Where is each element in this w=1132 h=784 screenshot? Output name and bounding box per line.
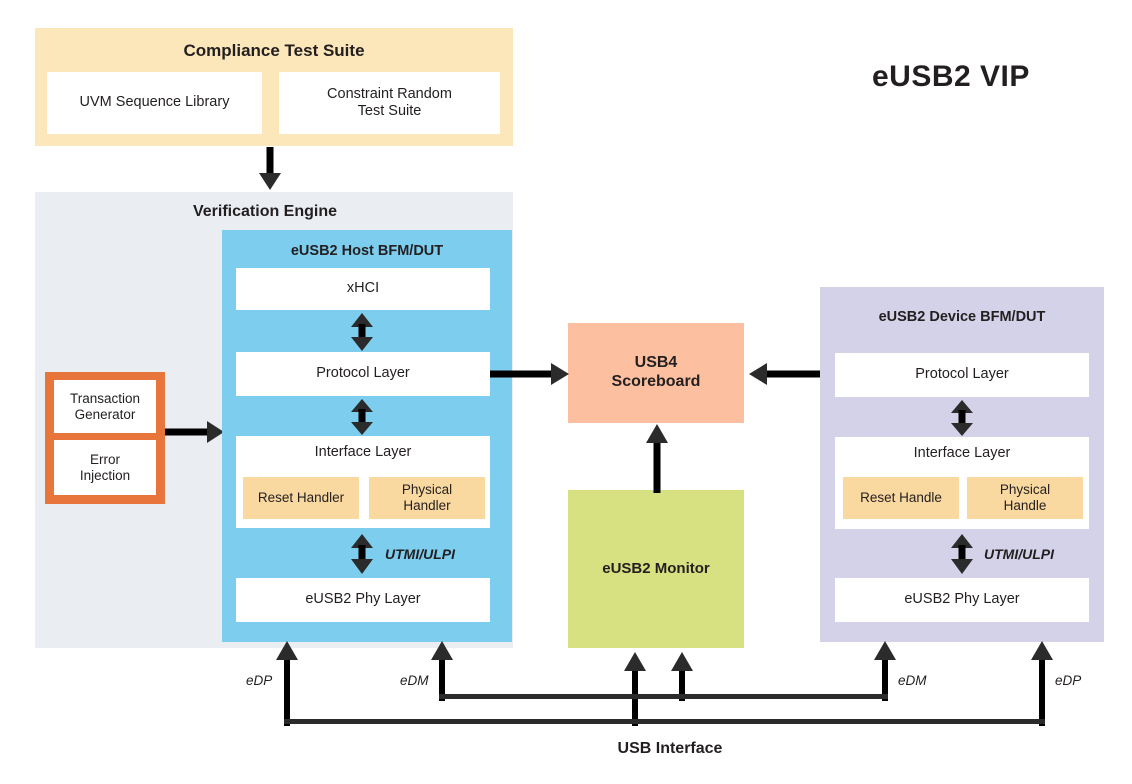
bus-line-edp (284, 719, 1045, 724)
arrow-signal-device-edp (1031, 641, 1053, 726)
transaction-generator-label: Transaction Generator (69, 390, 141, 422)
host-reset-handler-label: Reset Handler (257, 490, 345, 506)
usb4-scoreboard-label: USB4 Scoreboard (611, 354, 701, 390)
constraint-random-test-suite-label: Constraint Random Test Suite (327, 85, 452, 119)
usb4-scoreboard-box: USB4 Scoreboard (568, 323, 744, 423)
host-utmi-ulpi-label: UTMI/ULPI (385, 546, 455, 562)
arrow-monitor-to-scoreboard (646, 424, 668, 493)
device-reset-handle-label: Reset Handle (860, 490, 942, 506)
signal-label-host-edm: eDM (400, 673, 429, 688)
arrow-host-to-scoreboard (490, 363, 569, 385)
uvm-sequence-library-label: UVM Sequence Library (79, 94, 230, 111)
host-layer-phy: eUSB2 Phy Layer (236, 578, 490, 622)
arrow-signal-monitor-right (671, 652, 693, 701)
host-layer-interface-label: Interface Layer (314, 444, 412, 461)
arrow-signal-host-edm (431, 641, 453, 701)
diagram-title: eUSB2 VIP (872, 60, 1030, 93)
device-layer-protocol: Protocol Layer (835, 353, 1089, 397)
host-layer-protocol-label: Protocol Layer (316, 365, 410, 382)
host-layer-xhci-label: xHCI (346, 280, 380, 297)
host-layer-xhci: xHCI (236, 268, 490, 310)
usb-interface-label: USB Interface (617, 739, 723, 757)
arrow-device-interface-phy (951, 534, 973, 574)
arrow-stimulus-to-host (165, 421, 224, 443)
device-physical-handle-box: Physical Handle (967, 477, 1083, 519)
arrow-host-interface-phy (351, 534, 373, 574)
arrow-signal-device-edm (874, 641, 896, 701)
device-layer-phy-label: eUSB2 Phy Layer (904, 591, 1020, 608)
device-bfm-heading: eUSB2 Device BFM/DUT (878, 309, 1046, 326)
device-reset-handle-box: Reset Handle (843, 477, 959, 519)
host-reset-handler-box: Reset Handler (243, 477, 359, 519)
uvm-sequence-library-box: UVM Sequence Library (47, 72, 262, 134)
eusb2-monitor-box: eUSB2 Monitor (568, 490, 744, 648)
device-layer-interface-label: Interface Layer (913, 445, 1011, 462)
device-physical-handle-label: Physical Handle (999, 482, 1051, 513)
signal-label-host-edp: eDP (246, 673, 273, 688)
constraint-random-test-suite-box: Constraint Random Test Suite (279, 72, 500, 134)
host-bfm-heading: eUSB2 Host BFM/DUT (290, 243, 444, 260)
arrow-signal-host-edp (276, 641, 298, 726)
signal-label-device-edp: eDP (1055, 673, 1082, 688)
arrow-signal-monitor-left (624, 652, 646, 726)
host-physical-handler-box: Physical Handler (369, 477, 485, 519)
host-physical-handler-label: Physical Handler (401, 482, 453, 513)
device-layer-protocol-label: Protocol Layer (915, 366, 1009, 383)
error-injection-label: Error Injection (79, 451, 131, 483)
device-utmi-ulpi-label: UTMI/ULPI (984, 546, 1054, 562)
arrow-device-protocol-interface (951, 400, 973, 436)
host-layer-phy-label: eUSB2 Phy Layer (305, 591, 421, 608)
bus-line-edm (439, 694, 888, 699)
signal-label-device-edm: eDM (898, 673, 927, 688)
error-injection-box: Error Injection (54, 440, 156, 495)
arrow-compliance-to-engine (259, 147, 281, 190)
arrow-host-xhci-protocol (351, 313, 373, 351)
compliance-test-suite-heading: Compliance Test Suite (183, 40, 365, 60)
device-layer-phy: eUSB2 Phy Layer (835, 578, 1089, 622)
transaction-generator-box: Transaction Generator (54, 380, 156, 433)
arrow-host-protocol-interface (351, 399, 373, 435)
eusb2-monitor-label: eUSB2 Monitor (602, 560, 710, 578)
host-layer-protocol: Protocol Layer (236, 352, 490, 396)
arrow-device-to-scoreboard (749, 363, 828, 385)
verification-engine-heading: Verification Engine (192, 202, 338, 220)
